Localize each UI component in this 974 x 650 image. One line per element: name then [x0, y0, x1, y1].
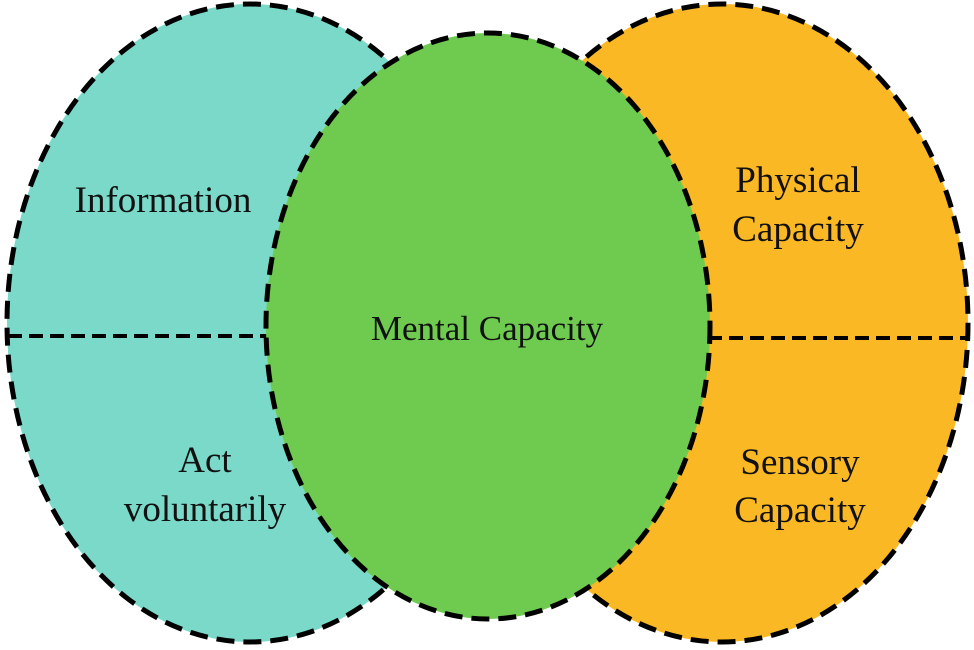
act-voluntarily-label-line1: Act: [178, 440, 232, 481]
sensory-capacity-label-line2: Capacity: [734, 490, 866, 531]
act-voluntarily-label-line2: voluntarily: [124, 489, 287, 530]
physical-capacity-label-line1: Physical: [735, 160, 860, 201]
center-ellipse: [263, 30, 713, 622]
physical-capacity-label-line2: Capacity: [732, 209, 864, 250]
mental-capacity-label: Mental Capacity: [371, 309, 604, 348]
sensory-capacity-label-line1: Sensory: [740, 442, 860, 483]
information-label: Information: [75, 180, 252, 221]
